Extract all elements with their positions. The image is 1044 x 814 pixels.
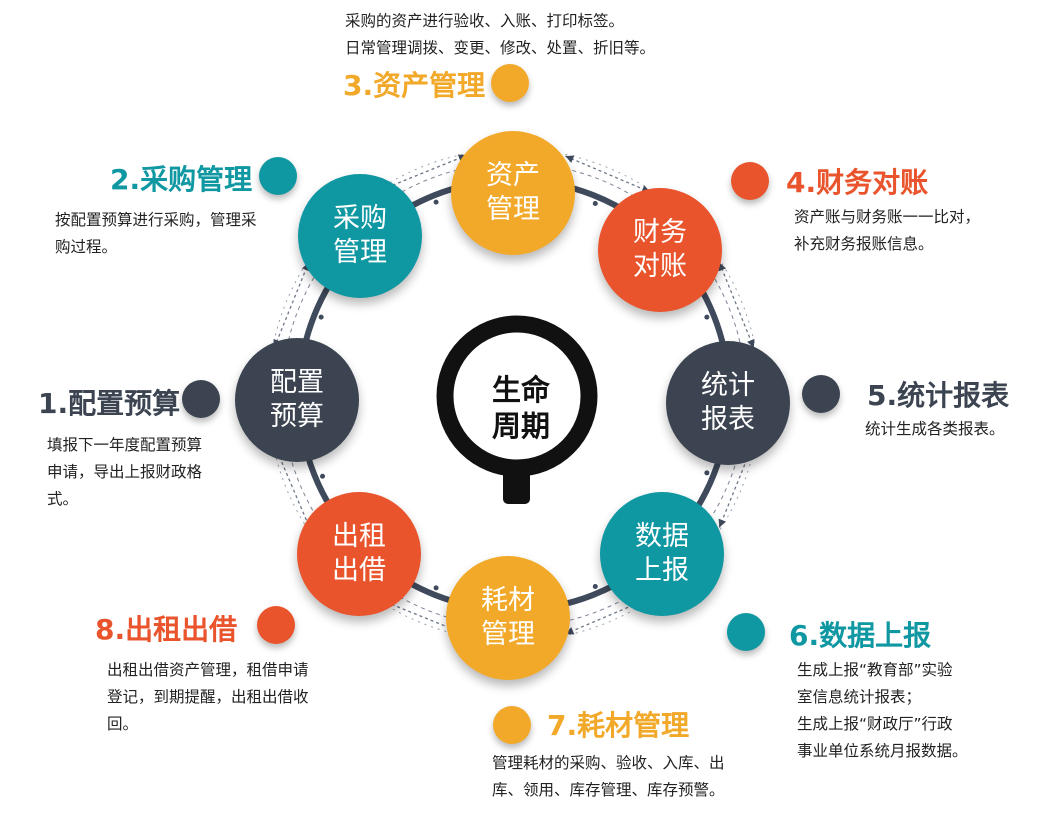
node-budget: 配置预算 xyxy=(235,338,359,462)
marker-dot-material xyxy=(493,706,531,744)
desc-budget: 填报下一年度配置预算 申请，导出上报财政格 式。 xyxy=(47,432,202,513)
desc-line: 回。 xyxy=(107,715,139,733)
ring-dot xyxy=(318,314,324,320)
ring-dot xyxy=(592,201,598,207)
title-budget: 1.配置预算 xyxy=(38,387,181,420)
desc-line: 库、领用、库存管理、库存预警。 xyxy=(492,781,725,799)
desc-finance: 资产账与财务账一一比对， 补充财务报账信息。 xyxy=(794,204,980,258)
arrowhead-icon xyxy=(718,518,726,528)
desc-line: 按配置预算进行采购，管理采 xyxy=(55,211,257,229)
node-finance-label: 财务对账 xyxy=(633,217,687,282)
node-upload: 数据上报 xyxy=(600,492,724,616)
title-finance: 4.财务对账 xyxy=(786,166,929,199)
desc-line: 申请，导出上报财政格 xyxy=(47,463,203,481)
node-finance: 财务对账 xyxy=(598,188,722,312)
node-purchase-label: 采购管理 xyxy=(333,203,387,268)
marker-dot-upload xyxy=(727,613,765,651)
ring-dot xyxy=(704,470,710,476)
arrowhead-icon xyxy=(718,262,726,272)
desc-report: 统计生成各类报表。 xyxy=(865,416,1005,443)
marker-dot-asset xyxy=(491,64,529,102)
marker-dot-lease xyxy=(257,606,295,644)
ring-dot xyxy=(320,473,326,479)
desc-line: 填报下一年度配置预算 xyxy=(47,436,203,454)
desc-material: 管理耗材的采购、验收、入库、出 库、领用、库存管理、库存预警。 xyxy=(492,750,725,804)
title-upload: 6.数据上报 xyxy=(789,619,932,652)
desc-line: 生成上报“教育部”实验 xyxy=(797,661,953,679)
node-lease: 出租出借 xyxy=(297,492,421,616)
marker-dot-report xyxy=(802,375,840,413)
connector-line xyxy=(718,262,755,348)
ring-dot xyxy=(592,583,598,589)
center-label: 生命 周期 xyxy=(466,372,576,444)
desc-line: 登记，到期提醒，出租出借收 xyxy=(107,688,309,706)
title-lease: 8.出租出借 xyxy=(95,613,238,646)
ring-dot xyxy=(704,314,710,320)
node-material-label: 耗材管理 xyxy=(481,585,535,650)
marker-dot-purchase xyxy=(259,157,297,195)
desc-lease: 出租出借资产管理，租借申请 登记，到期提醒，出租出借收 回。 xyxy=(107,657,309,738)
desc-line: 采购的资产进行验收、入账、打印标签。 xyxy=(345,12,625,30)
ring-dot xyxy=(433,585,439,591)
desc-line: 日常管理调拨、变更、修改、处置、折旧等。 xyxy=(345,39,656,57)
desc-line: 资产账与财务账一一比对， xyxy=(794,208,981,226)
desc-line: 事业单位系统月报数据。 xyxy=(797,742,968,760)
desc-asset: 采购的资产进行验收、入账、打印标签。 日常管理调拨、变更、修改、处置、折旧等。 xyxy=(345,8,655,62)
title-material: 7.耗材管理 xyxy=(547,709,690,742)
center-label-line1: 生命 xyxy=(491,373,550,407)
desc-line: 统计生成各类报表。 xyxy=(865,420,1005,438)
marker-dot-finance xyxy=(731,162,769,200)
node-material: 耗材管理 xyxy=(446,556,570,680)
desc-purchase: 按配置预算进行采购，管理采 购过程。 xyxy=(55,207,257,261)
desc-upload: 生成上报“教育部”实验 室信息统计报表； 生成上报“财政厅”行政 事业单位系统月… xyxy=(797,657,968,765)
title-asset: 3.资产管理 xyxy=(343,69,486,102)
desc-line: 式。 xyxy=(47,490,79,508)
center-label-line2: 周期 xyxy=(491,409,550,443)
desc-line: 购过程。 xyxy=(55,238,118,256)
desc-line: 管理耗材的采购、验收、入库、出 xyxy=(492,754,725,772)
arrowhead-icon xyxy=(565,155,575,163)
node-report-label: 统计报表 xyxy=(701,370,755,435)
center-handle xyxy=(503,460,530,504)
node-asset-label: 资产管理 xyxy=(486,160,540,225)
desc-line: 补充财务报账信息。 xyxy=(794,235,934,253)
desc-line: 出租出借资产管理，租借申请 xyxy=(107,661,309,679)
node-budget-label: 配置预算 xyxy=(270,367,324,432)
node-lease-label: 出租出借 xyxy=(332,521,386,586)
title-report: 5.统计报表 xyxy=(867,379,1010,412)
marker-dot-budget xyxy=(182,380,220,418)
desc-line: 生成上报“财政厅”行政 xyxy=(797,715,953,733)
desc-line: 室信息统计报表； xyxy=(797,688,922,706)
ring-dot xyxy=(433,199,439,205)
title-purchase: 2.采购管理 xyxy=(110,163,253,196)
node-purchase: 采购管理 xyxy=(298,174,422,298)
node-report: 统计报表 xyxy=(666,341,790,465)
node-upload-label: 数据上报 xyxy=(635,521,689,586)
connector-line xyxy=(273,262,310,348)
node-asset: 资产管理 xyxy=(451,131,575,255)
